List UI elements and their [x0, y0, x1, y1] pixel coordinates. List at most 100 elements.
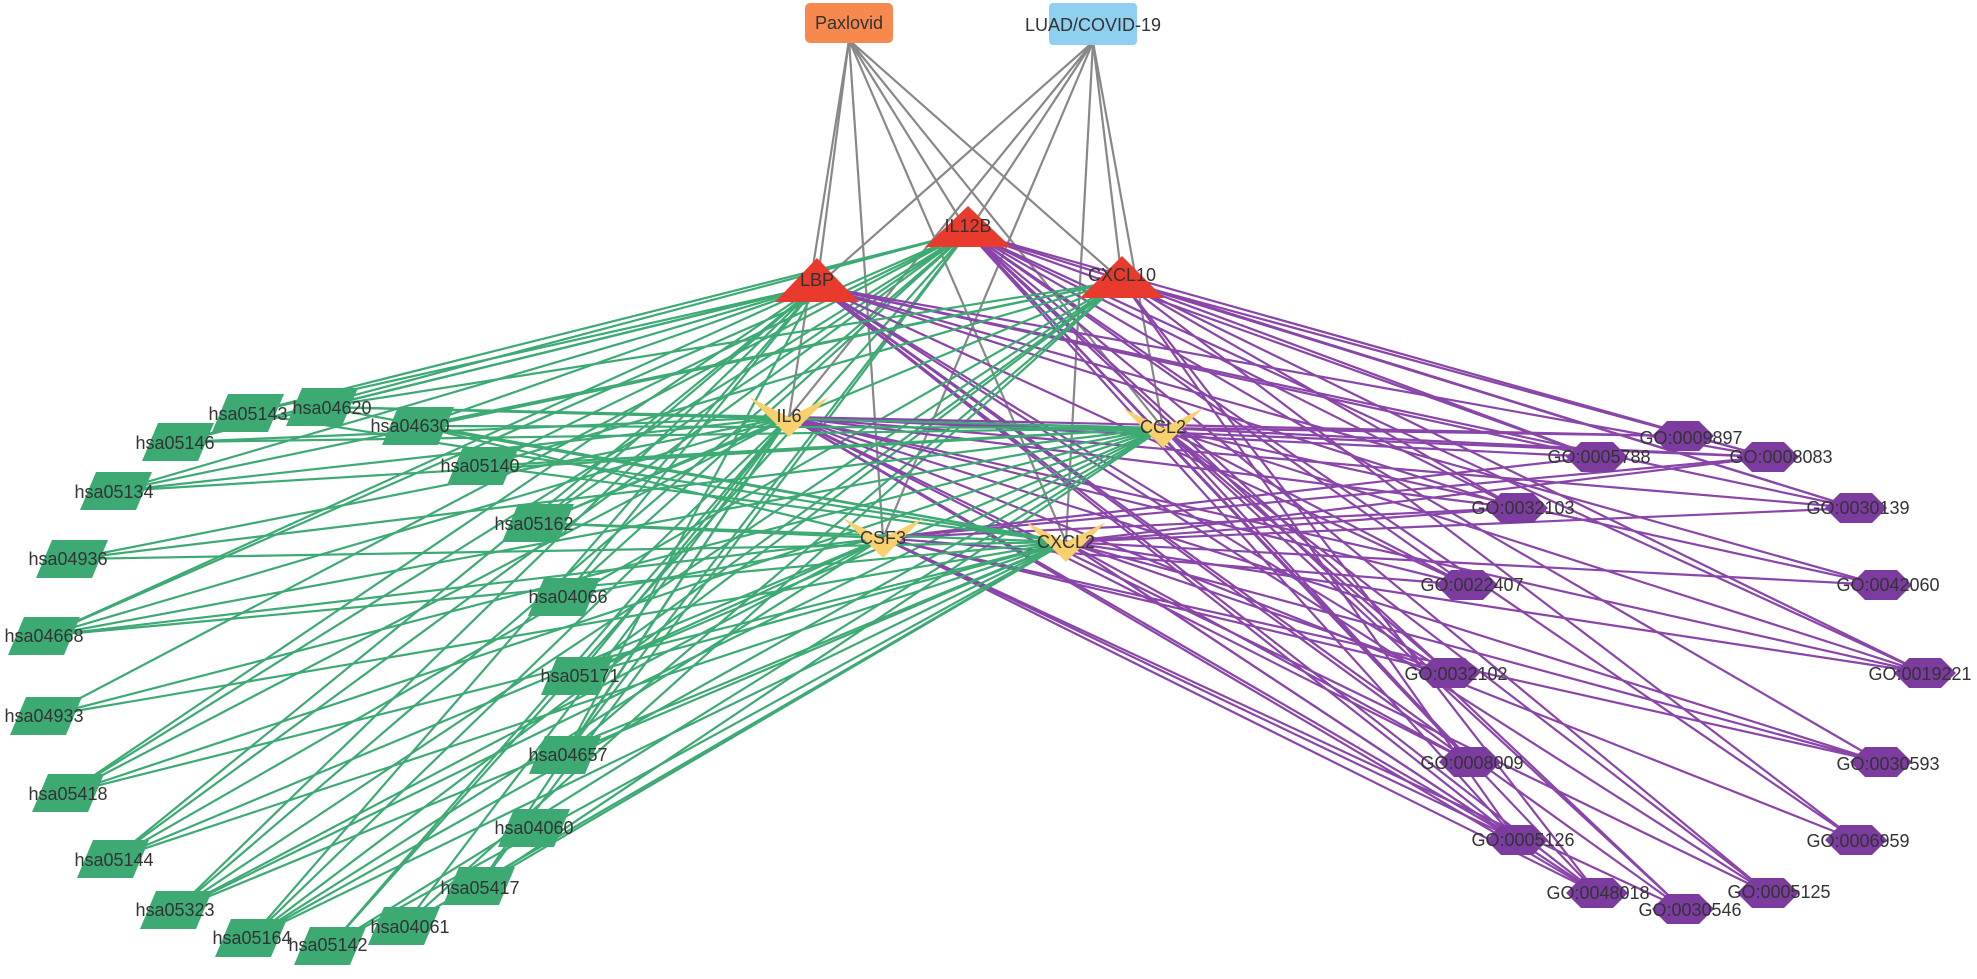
hub-node-cxcl10[interactable]: CXCL10: [1080, 256, 1164, 298]
pathway-node-hsa04933[interactable]: hsa04933: [4, 697, 84, 735]
target-node-cxcl2[interactable]: CXCL2: [1026, 522, 1106, 562]
pathway-node-hsa04936[interactable]: hsa04936: [28, 540, 108, 578]
pathway-node-hsa05323[interactable]: hsa05323: [135, 891, 215, 929]
edge-ccl2-hsa04936: [71, 426, 1164, 561]
pathway-node-hsa04668[interactable]: hsa04668: [4, 617, 84, 655]
edge-cxcl2-hsa04630: [417, 424, 1067, 544]
pathway-label-hsa05171: hsa05171: [540, 666, 619, 686]
edge-cxcl2-go-0008083: [1065, 455, 1769, 544]
go-label-0005125: GO:0005125: [1727, 882, 1830, 902]
edge-cxcl2-hsa04936: [71, 540, 1067, 561]
pathway-node-hsa05162[interactable]: hsa05162: [494, 504, 574, 542]
pathway-label-hsa04060: hsa04060: [494, 818, 573, 838]
edge-lbp-hsa05134: [115, 284, 818, 493]
go-node-0042060[interactable]: GO:0042060: [1836, 570, 1940, 600]
edge-disease-cxcl10: [1091, 41, 1124, 282]
go-node-0008083[interactable]: GO:0008083: [1729, 442, 1833, 472]
edge-cxcl2-hsa05171: [576, 540, 1067, 678]
edge-cxcl10-hsa05164: [250, 280, 1123, 939]
hub-node-lbp[interactable]: LBP: [775, 258, 859, 302]
pathway-node-hsa05146[interactable]: hsa05146: [135, 423, 215, 461]
pathway-label-hsa05323: hsa05323: [135, 900, 214, 920]
edge-lbp-go-0032102: [816, 285, 1450, 674]
go-node-0022407[interactable]: GO:0022407: [1420, 570, 1524, 600]
edge-cxcl10-hsa05134: [115, 279, 1123, 493]
go-node-0005126[interactable]: GO:0005126: [1471, 825, 1575, 855]
edge-il6-go-0006959: [788, 415, 1857, 842]
pathway-node-hsa04630[interactable]: hsa04630: [370, 407, 454, 445]
pathway-node-hsa04066[interactable]: hsa04066: [528, 578, 608, 616]
go-node-0048018[interactable]: GO:0048018: [1546, 878, 1650, 908]
pathway-node-hsa05143[interactable]: hsa05143: [208, 394, 288, 432]
hub-label-il12b: IL12B: [944, 216, 991, 236]
go-label-0009897: GO:0009897: [1639, 428, 1742, 448]
go-node-0032103[interactable]: GO:0032103: [1471, 493, 1575, 523]
disease-node[interactable]: LUAD/COVID-19: [1025, 3, 1161, 45]
edge-il6-go-0030593: [788, 415, 1882, 764]
go-node-0009897[interactable]: GO:0009897: [1639, 421, 1743, 451]
target-node-il6[interactable]: IL6: [749, 397, 829, 437]
target-label-ccl2: CCL2: [1140, 417, 1186, 437]
pathway-node-hsa04061[interactable]: hsa04061: [368, 907, 450, 945]
edge-drug-il12b: [848, 39, 969, 233]
go-label-0019221: GO:0019221: [1868, 664, 1971, 684]
pathway-node-hsa04657[interactable]: hsa04657: [528, 736, 608, 774]
go-label-0042060: GO:0042060: [1836, 575, 1939, 595]
pathway-node-hsa05134[interactable]: hsa05134: [74, 472, 154, 510]
go-label-0048018: GO:0048018: [1546, 883, 1649, 903]
go-node-0008009[interactable]: GO:0008009: [1420, 747, 1524, 777]
pathway-node-hsa05140[interactable]: hsa05140: [440, 447, 520, 485]
pathway-label-hsa04630: hsa04630: [370, 416, 449, 436]
go-label-0032102: GO:0032102: [1404, 664, 1507, 684]
edge-lbp-hsa04630: [417, 284, 818, 428]
go-node-0030139[interactable]: GO:0030139: [1806, 493, 1910, 523]
edge-drug-csf3: [847, 39, 885, 539]
drug-node[interactable]: Paxlovid: [805, 3, 893, 43]
go-node-0030546[interactable]: GO:0030546: [1638, 894, 1742, 924]
edge-drug-cxcl2: [847, 39, 1068, 543]
edge-il6-hsa05171: [576, 416, 790, 677]
go-label-0022407: GO:0022407: [1420, 575, 1523, 595]
target-node-csf3[interactable]: CSF3: [843, 518, 923, 558]
edge-csf3-go-0022407: [882, 536, 1468, 587]
target-label-il6: IL6: [776, 406, 801, 426]
edge-cxcl2-go-0032103: [1065, 506, 1518, 544]
pathway-label-hsa05140: hsa05140: [440, 456, 519, 476]
hub-node-il12b[interactable]: IL12B: [925, 206, 1011, 247]
pathway-label-hsa05146: hsa05146: [135, 433, 214, 453]
edge-lbp-go-0042060: [816, 284, 1882, 587]
edge-disease-ccl2: [1091, 41, 1165, 429]
go-node-0006959[interactable]: GO:0006959: [1806, 825, 1910, 855]
pathway-node-hsa05417[interactable]: hsa05417: [440, 867, 520, 905]
edge-drug-cxcl10: [848, 39, 1123, 282]
target-node-ccl2[interactable]: CCL2: [1123, 408, 1203, 448]
edge-il12b-go-0022407: [967, 231, 1468, 586]
edge-cxcl10-go-0006959: [1121, 280, 1857, 841]
pathway-node-hsa05142[interactable]: hsa05142: [288, 927, 368, 965]
pathway-label-hsa04668: hsa04668: [4, 626, 83, 646]
go-node-0030593[interactable]: GO:0030593: [1836, 747, 1940, 777]
edge-il6-hsa05164: [250, 416, 790, 939]
edge-csf3-go-0030546: [882, 537, 1684, 910]
go-node-0032102[interactable]: GO:0032102: [1404, 658, 1508, 688]
edge-il12b-go-0005788: [967, 230, 1598, 459]
edge-lbp-hsa05146: [177, 284, 818, 444]
pathway-node-hsa05418[interactable]: hsa05418: [28, 774, 108, 812]
pathway-node-hsa04620[interactable]: hsa04620: [286, 388, 372, 426]
pathway-node-hsa05171[interactable]: hsa05171: [540, 657, 620, 695]
pathway-node-hsa05144[interactable]: hsa05144: [74, 840, 154, 878]
edge-cxcl2-go-0019221: [1065, 540, 1926, 675]
edge-ccl2-go-0022407: [1162, 427, 1468, 586]
edge-cxcl10-go-0019221: [1121, 280, 1926, 674]
go-node-0005788[interactable]: GO:0005788: [1547, 442, 1651, 472]
edge-il6-hsa05146: [177, 415, 790, 444]
edge-lbp-hsa04066: [563, 285, 818, 598]
go-node-0019221[interactable]: GO:0019221: [1868, 658, 1972, 688]
go-node-0005125[interactable]: GO:0005125: [1727, 878, 1831, 908]
pathway-node-hsa05164[interactable]: hsa05164: [212, 919, 292, 957]
edge-cxcl10-hsa04620: [321, 279, 1123, 409]
pathway-node-hsa04060[interactable]: hsa04060: [494, 809, 574, 847]
edge-cxcl2-hsa04061: [403, 541, 1067, 927]
